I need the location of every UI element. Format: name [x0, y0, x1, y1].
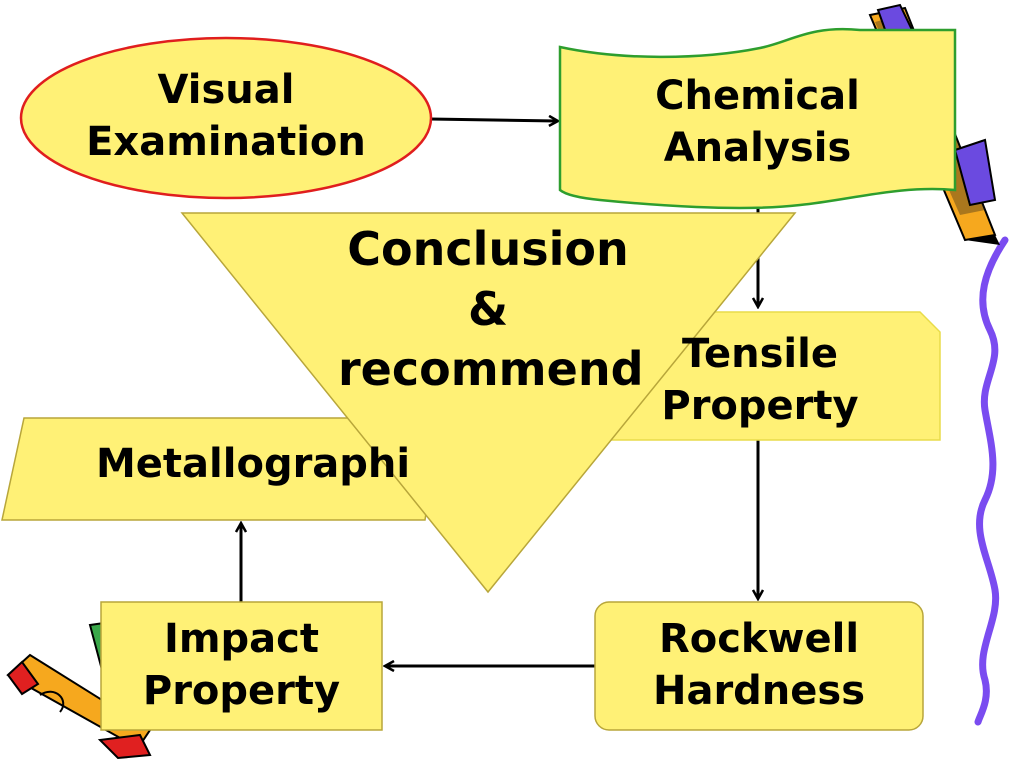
- conclusion-node[interactable]: [180, 212, 797, 594]
- impact-property-node[interactable]: [100, 601, 383, 731]
- purple-squiggle-line: [974, 236, 1009, 726]
- conclusion-label: Conclusion&recommend: [338, 222, 644, 396]
- metallographic-label: Metallographi: [96, 441, 411, 487]
- metallographic-node[interactable]: [1, 417, 441, 521]
- rockwell-hardness-node[interactable]: [594, 601, 924, 731]
- visual-examination-node[interactable]: [19, 36, 433, 200]
- arrow-visual-to-chemical: [429, 119, 557, 121]
- chemical-analysis-node[interactable]: [558, 27, 957, 210]
